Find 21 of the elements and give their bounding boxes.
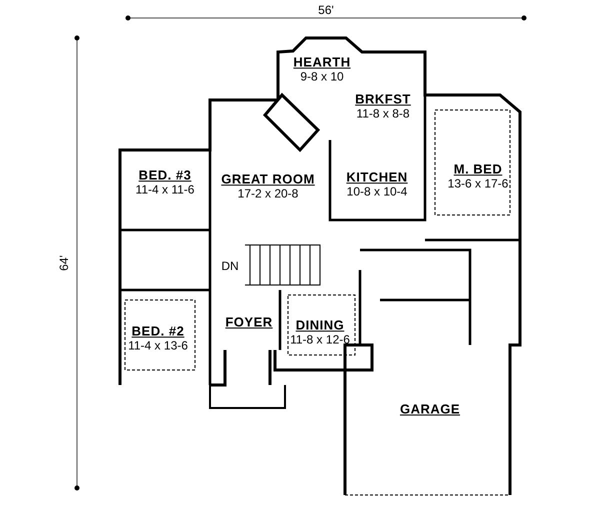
room-dimensions: 13-6 x 17-6: [448, 178, 508, 192]
room-name: GARAGE: [400, 402, 460, 418]
room-name: BED. #3: [138, 168, 192, 184]
room-dimensions: 11-8 x 8-8: [355, 108, 411, 122]
room-dimensions: 10-8 x 10-4: [346, 186, 408, 200]
room-dimensions: 9-8 x 10: [299, 70, 345, 84]
room-name: HEARTH: [293, 56, 351, 71]
room-name: BRKFST: [355, 92, 411, 108]
room-dimensions: 17-2 x 20-8: [236, 188, 300, 202]
room-dimensions: 11-4 x 11-6: [136, 184, 194, 198]
room-name: FOYER: [225, 316, 273, 330]
stair-label: DN: [221, 259, 239, 273]
room-name: KITCHEN: [346, 170, 408, 186]
room-name: GREAT ROOM: [221, 172, 315, 188]
room-name: DINING: [294, 318, 346, 334]
room-name: BED. #2: [130, 324, 186, 340]
room-dimensions: 11-8 x 12-6: [290, 334, 350, 348]
room-dimensions: 11-4 x 13-6: [128, 340, 188, 354]
dimension-label: 56': [318, 3, 334, 17]
dimension-label: 64': [57, 255, 71, 271]
room-name: M. BED: [452, 162, 504, 178]
